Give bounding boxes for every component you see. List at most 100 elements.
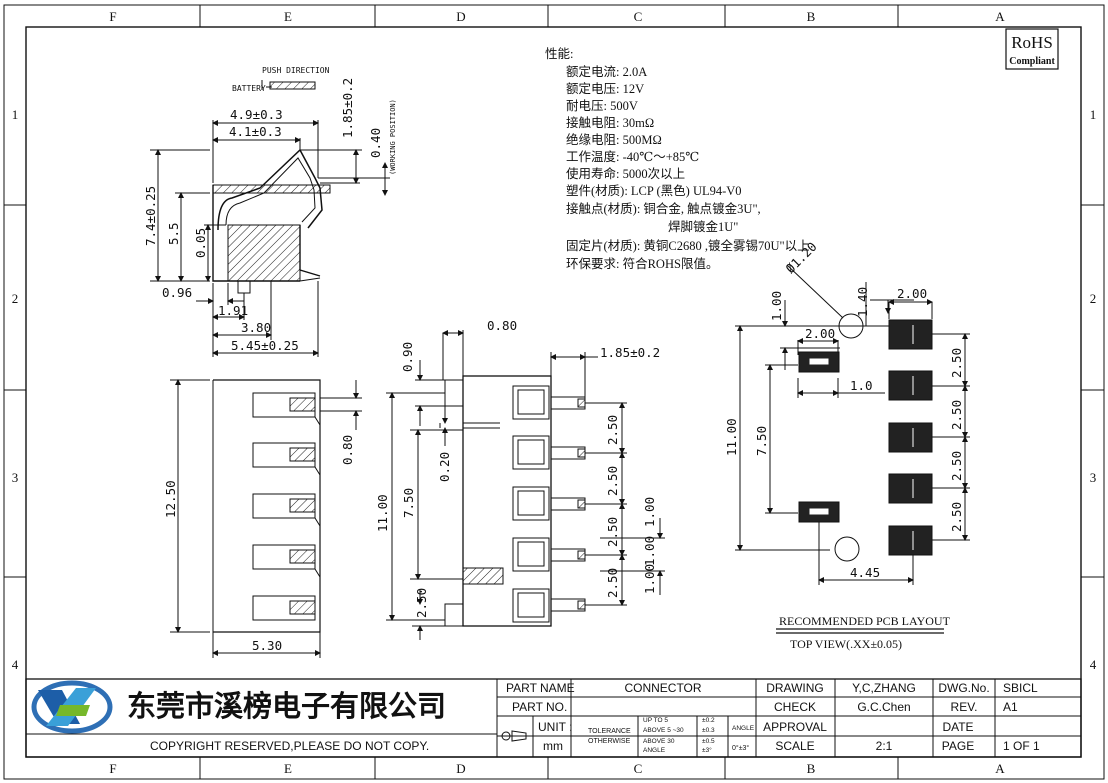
- col-label-top: C: [634, 9, 643, 24]
- dwg-no-value: SBICL: [1003, 681, 1038, 695]
- dim-label: 0.96: [162, 285, 192, 300]
- rev-label: REV.: [951, 700, 978, 714]
- dim-label: 1.00: [642, 536, 657, 566]
- rohs-badge: RoHS Compliant: [1005, 28, 1059, 70]
- spec-line: 接触电阻: 30mΩ: [566, 115, 654, 130]
- tol-range: ABOVE 5 ~30: [643, 727, 684, 734]
- row-label-right: 3: [1090, 470, 1097, 485]
- front-contact: [252, 595, 316, 621]
- spec-line: 绝缘电阻: 500MΩ: [566, 132, 662, 147]
- spec-line: 额定电压: 12V: [566, 81, 644, 96]
- tol-value: ±3°: [702, 746, 712, 754]
- col-label-top: E: [284, 9, 292, 24]
- tol-range: ABOVE 30: [643, 738, 675, 745]
- part-name-label: PART NAME: [506, 681, 575, 695]
- tol-range: ANGLE: [643, 747, 666, 754]
- spec-line: 使用寿命: 5000次以上: [566, 166, 685, 181]
- dim-label: 12.50: [163, 480, 178, 518]
- spec-line: 塑件(材质): LCP (黑色) UL94-V0: [566, 183, 742, 198]
- dim-label: 11.00: [724, 418, 739, 456]
- dim-label: 1.00: [642, 497, 657, 527]
- col-label-bottom: B: [807, 761, 816, 776]
- scale-value: 2:1: [876, 739, 893, 753]
- dim-label: 4.45: [850, 565, 880, 580]
- front-contact: [252, 493, 321, 527]
- front-view: [170, 379, 362, 658]
- tolerance-label: TOLERANCE: [588, 728, 631, 735]
- spec-line: 焊脚镀金1U": [668, 219, 738, 234]
- unit-value: mm: [543, 739, 563, 753]
- otherwise-label: OTHERWISE: [588, 738, 631, 745]
- dim-label: 0.80: [340, 435, 355, 465]
- tol-value: ±0.2: [702, 717, 715, 724]
- dim-label: 2.50: [605, 466, 620, 496]
- dim-label: 1.0: [850, 378, 873, 393]
- col-label-top: B: [807, 9, 816, 24]
- dim-label: 0.40: [368, 128, 383, 158]
- row-label-left: 1: [12, 107, 19, 122]
- push-direction-label: PUSH DIRECTION: [262, 66, 330, 75]
- row-label-right: 2: [1090, 291, 1097, 306]
- dim-label: 0.05: [193, 228, 208, 258]
- battery-label: BATTERY: [232, 84, 266, 93]
- spec-line: 接触点(材质): 铜合金, 触点镀金3U",: [566, 201, 761, 216]
- rohs-subtitle: Compliant: [1009, 56, 1055, 67]
- row-label-left: 3: [12, 470, 19, 485]
- dim-label: 1.85±0.2: [340, 78, 355, 138]
- spec-heading: 性能:: [545, 47, 573, 61]
- pcb-layout-title: RECOMMENDED PCB LAYOUT: [779, 614, 951, 628]
- dwg-no-label: DWG.No.: [938, 681, 989, 695]
- tol-value: ±0.3: [702, 727, 715, 734]
- unit-label: UNIT :: [538, 720, 572, 734]
- dim-label: 1.40: [855, 287, 870, 317]
- dim-label: 2.50: [605, 517, 620, 547]
- col-label-bottom: C: [634, 761, 643, 776]
- spec-line: 额定电流: 2.0A: [566, 64, 647, 79]
- front-contact: [252, 544, 321, 578]
- angle-label: ANGLE: [732, 725, 755, 732]
- col-label-top: A: [995, 9, 1005, 24]
- col-label-bottom: E: [284, 761, 292, 776]
- dim-label: 5.30: [252, 638, 282, 653]
- rev-value: A1: [1003, 700, 1018, 714]
- col-label-bottom: A: [995, 761, 1005, 776]
- dim-label: 2.50: [949, 348, 964, 378]
- company-logo: [31, 680, 113, 734]
- dim-label: 2.50: [949, 400, 964, 430]
- col-label-bottom: D: [456, 761, 465, 776]
- dim-label: 7.50: [401, 488, 416, 518]
- row-label-right: 4: [1090, 657, 1097, 672]
- row-label-right: 1: [1090, 107, 1097, 122]
- pcb-layout-subtitle: TOP VIEW(.XX±0.05): [790, 637, 902, 651]
- dim-label: 2.50: [605, 568, 620, 598]
- dim-label: 4.1±0.3: [229, 124, 282, 139]
- dim-label: 2.50: [949, 502, 964, 532]
- dim-label: 4.9±0.3: [230, 107, 283, 122]
- drawing-value: Y,C,ZHANG: [852, 681, 916, 695]
- tol-value: ±0.5: [702, 738, 715, 745]
- dim-label: 7.50: [754, 426, 769, 456]
- dim-label: 1.00: [769, 291, 784, 321]
- check-label: CHECK: [774, 700, 816, 714]
- dim-label: 11.00: [375, 494, 390, 532]
- spec-line: 固定片(材质): 黄铜C2680 ,镀全雾锡70U"以上: [566, 238, 810, 253]
- dim-label: 2.50: [414, 588, 429, 618]
- specifications: 性能: 额定电流: 2.0A 额定电压: 12V 耐电压: 500V 接触电阻:…: [545, 47, 810, 271]
- rohs-title: RoHS: [1011, 33, 1053, 52]
- working-position-label: (WORKING POSITION): [389, 99, 397, 175]
- spec-line: 环保要求: 符合ROHS限值。: [566, 256, 718, 271]
- sheet-frame: [3, 4, 1105, 780]
- spec-line: 耐电压: 500V: [566, 99, 638, 113]
- part-no-label: PART NO.: [512, 700, 567, 714]
- part-name-value: CONNECTOR: [624, 681, 701, 695]
- col-label-bottom: F: [109, 761, 116, 776]
- col-label-top: D: [456, 9, 465, 24]
- angle-value: 0°±3°: [732, 744, 749, 752]
- dim-label: 5.5: [166, 222, 181, 245]
- dim-label: 0.90: [400, 342, 415, 372]
- top-view: [386, 330, 665, 640]
- row-label-left: 4: [12, 657, 19, 672]
- col-label-top: F: [109, 9, 116, 24]
- approval-label: APPROVAL: [763, 720, 827, 734]
